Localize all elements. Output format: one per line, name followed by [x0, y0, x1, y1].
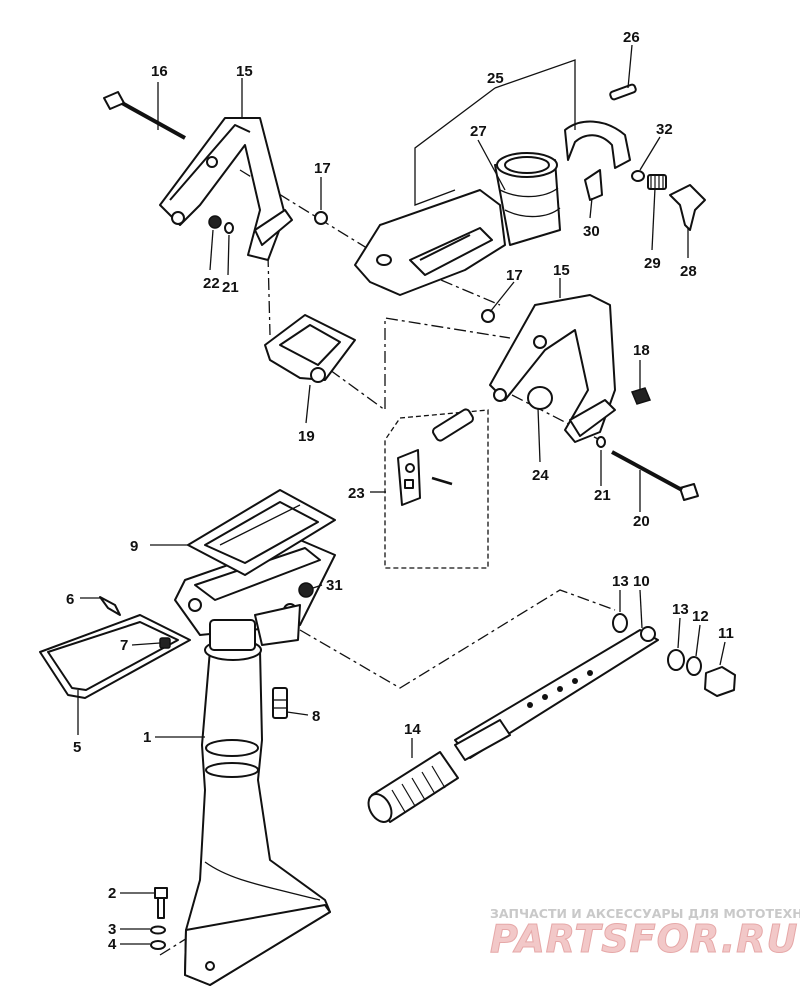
label-19: 19 [298, 428, 315, 445]
label-15a: 15 [236, 63, 253, 80]
label-27: 27 [470, 123, 487, 140]
label-13a: 13 [612, 573, 629, 590]
stern-clamp-right [489, 294, 616, 443]
watermark-brand: PARTSFOR.RU [490, 917, 798, 961]
label-18: 18 [633, 342, 650, 359]
swivel-bracket [354, 189, 506, 296]
label-7: 7 [120, 637, 128, 654]
label-6: 6 [66, 591, 74, 608]
dash-box-23 [384, 409, 489, 569]
label-16: 16 [151, 63, 168, 80]
label-20: 20 [633, 513, 650, 530]
dash-mount-to-handle [299, 589, 616, 689]
label-30: 30 [583, 223, 600, 240]
label-11: 11 [718, 625, 734, 642]
label-31: 31 [326, 577, 343, 594]
label-1: 1 [143, 729, 151, 746]
assembly-lines [159, 169, 616, 956]
dash-clamp-screw [511, 394, 601, 441]
driveshaft-housing [184, 639, 331, 986]
label-2: 2 [108, 885, 116, 902]
label-28: 28 [680, 263, 697, 280]
gasket [187, 489, 336, 576]
leader-lines [77, 44, 726, 945]
label-26: 26 [623, 29, 640, 46]
label-14: 14 [404, 721, 421, 738]
swivel-tube [494, 152, 561, 246]
label-21b: 21 [594, 487, 611, 504]
label-21a: 21 [222, 279, 239, 296]
watermark-tagline: ЗАПЧАСТИ И АКСЕССУАРЫ ДЛЯ МОТОТЕХНИКИ [490, 906, 800, 921]
label-4: 4 [108, 936, 117, 953]
tilt-bracket [264, 314, 356, 383]
wing-screw [631, 170, 706, 231]
label-17a: 17 [314, 160, 331, 177]
clamp-hardware [208, 211, 652, 506]
label-5: 5 [73, 739, 81, 756]
label-8: 8 [312, 708, 320, 725]
label-32: 32 [656, 121, 673, 138]
label-9: 9 [130, 538, 138, 555]
watermark: ЗАПЧАСТИ И АКСЕССУАРЫ ДЛЯ МОТОТЕХНИКИ PA… [490, 906, 800, 962]
tiller-grip [367, 751, 459, 823]
mount-adapter [174, 539, 336, 651]
tiller-handle [454, 626, 659, 761]
label-15b: 15 [553, 262, 570, 279]
label-22: 22 [203, 275, 220, 292]
stern-clamp-left [159, 117, 293, 261]
part-labels: 16 15 17 25 27 26 32 29 28 30 17 22 21 1… [66, 29, 734, 953]
label-13b: 13 [672, 601, 689, 618]
label-24: 24 [532, 467, 549, 484]
label-29: 29 [644, 255, 661, 272]
through-bolts [103, 91, 699, 501]
label-23: 23 [348, 485, 365, 502]
dash-bracket-to-clamp [329, 317, 511, 412]
label-3: 3 [108, 921, 116, 938]
label-25: 25 [487, 70, 504, 87]
dash-upper-clamp [239, 169, 501, 306]
carry-handle [39, 614, 191, 699]
label-10: 10 [633, 573, 650, 590]
label-17b: 17 [506, 267, 523, 284]
clamp-collar [564, 83, 637, 201]
label-12: 12 [692, 608, 709, 625]
dash-clamp-to-bracket [267, 254, 271, 336]
